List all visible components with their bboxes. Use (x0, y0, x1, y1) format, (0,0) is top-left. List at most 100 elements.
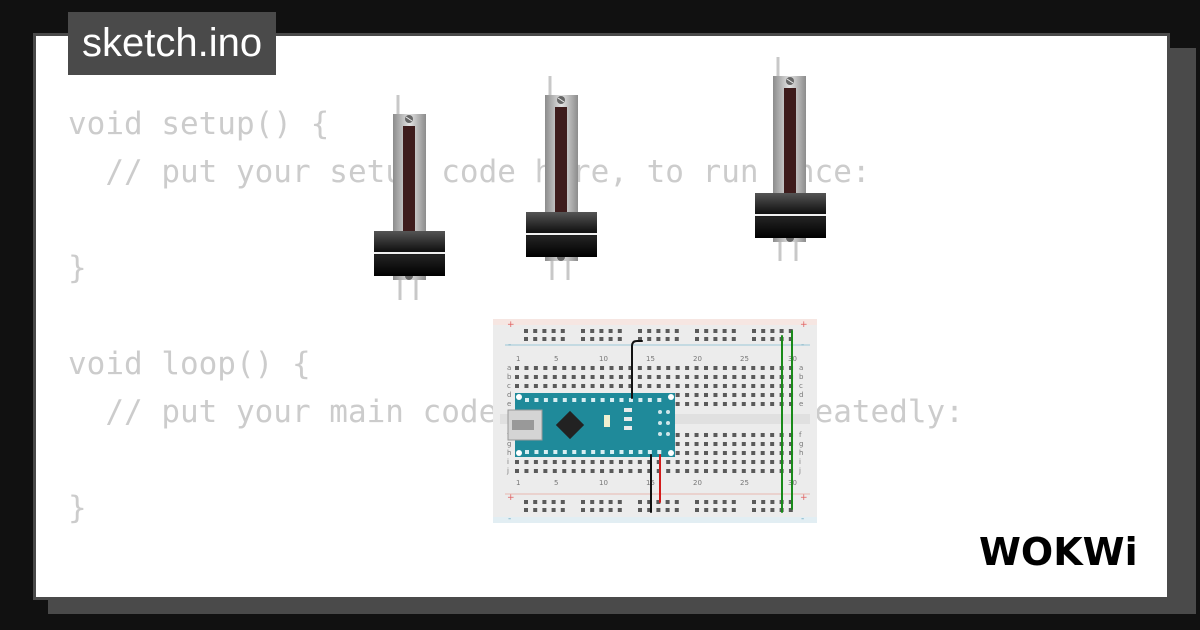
breadboard-hole (590, 469, 595, 473)
wire-black[interactable] (631, 340, 643, 399)
breadboard-hole (741, 402, 746, 406)
breadboard-hole (637, 469, 642, 473)
breadboard-hole (760, 442, 765, 446)
breadboard-hole (674, 329, 679, 333)
breadboard-hole (571, 384, 576, 388)
breadboard-hole (637, 384, 642, 388)
breadboard-hole (685, 384, 690, 388)
breadboard-hole (590, 384, 595, 388)
breadboard-hole (751, 375, 756, 379)
breadboard-hole (599, 337, 604, 341)
breadboard-hole (704, 442, 708, 446)
breadboard-hole (685, 442, 690, 446)
breadboard-hole (647, 469, 652, 473)
column-label: 20 (693, 355, 702, 363)
arduino-nano-icon[interactable] (507, 393, 675, 457)
breadboard-hole (581, 460, 586, 464)
rail-plus-label: + (800, 320, 808, 330)
breadboard-hole (674, 500, 679, 504)
breadboard-hole (656, 500, 661, 504)
slide-potentiometer-icon[interactable] (526, 76, 597, 280)
breadboard-hole (524, 337, 528, 341)
breadboard-hole (665, 500, 670, 504)
nano-pin (553, 450, 558, 454)
breadboard-hole (770, 366, 775, 370)
breadboard-hole (560, 329, 565, 333)
breadboard-hole (524, 460, 529, 464)
row-label: j (506, 467, 509, 475)
breadboard-holes (515, 329, 794, 512)
wokwi-logo[interactable]: WOKWi (975, 525, 1155, 577)
breadboard-hole (713, 460, 718, 464)
breadboard-hole (722, 329, 727, 333)
breadboard-hole (713, 469, 718, 473)
breadboard-hole (675, 384, 680, 388)
breadboard-hole (524, 469, 529, 473)
breadboard-hole (770, 508, 775, 512)
column-label: 20 (693, 479, 702, 487)
breadboard-hole (732, 393, 737, 397)
breadboard-hole (533, 337, 538, 341)
breadboard-hole (675, 375, 680, 379)
breadboard-hole (581, 366, 586, 370)
breadboard-hole (628, 460, 633, 464)
breadboard-hole (665, 337, 670, 341)
rail-plus-label: + (507, 493, 515, 503)
breadboard-hole (770, 442, 775, 446)
breadboard-hole (722, 460, 727, 464)
breadboard-hole (770, 500, 775, 504)
breadboard-hole (515, 375, 519, 379)
breadboard-hole (713, 393, 718, 397)
breadboard-hole (770, 329, 775, 333)
breadboard-hole (685, 393, 690, 397)
breadboard-hole (751, 402, 756, 406)
breadboard-hole (760, 366, 765, 370)
breadboard-hole (656, 375, 661, 379)
breadboard-hole (722, 451, 727, 455)
column-label: 25 (740, 355, 749, 363)
breadboard-hole (647, 508, 652, 512)
rail-plus-label: + (800, 493, 808, 503)
breadboard-hole (760, 451, 765, 455)
breadboard-hole (752, 329, 756, 333)
column-label: 25 (740, 479, 749, 487)
row-label: a (507, 364, 511, 372)
breadboard-hole (788, 500, 793, 504)
breadboard-hole (760, 460, 765, 464)
breadboard-hole (761, 337, 766, 341)
row-label: b (507, 373, 512, 381)
nano-pin (600, 398, 605, 402)
row-label: a (799, 364, 803, 372)
breadboard-hole (656, 384, 661, 388)
breadboard-hole (628, 384, 633, 388)
breadboard-hole (533, 375, 538, 379)
row-label: i (507, 458, 509, 466)
slide-potentiometer-icon[interactable] (755, 57, 826, 261)
breadboard-hole (713, 337, 718, 341)
breadboard-hole (628, 469, 633, 473)
breadboard-hole (674, 337, 679, 341)
slide-potentiometer-icon[interactable] (374, 95, 445, 300)
breadboard-hole (552, 375, 557, 379)
rail-minus-label: - (508, 514, 511, 524)
breadboard-hole (752, 500, 756, 504)
breadboard-hole (732, 366, 737, 370)
breadboard-hole (761, 500, 766, 504)
breadboard-hole (722, 366, 727, 370)
breadboard-hole (581, 375, 586, 379)
breadboard-hole (713, 451, 718, 455)
breadboard-hole (542, 337, 547, 341)
breadboard-hole (552, 460, 557, 464)
breadboard-hole (666, 460, 671, 464)
row-label: e (507, 400, 511, 408)
breadboard-hole (694, 384, 699, 388)
breadboard-hole (581, 384, 586, 388)
breadboard-hole (752, 508, 756, 512)
breadboard-hole (656, 329, 661, 333)
breadboard-hole (560, 500, 565, 504)
breadboard-hole (515, 384, 519, 388)
nano-pin (525, 398, 529, 402)
breadboard-hole (731, 329, 736, 333)
nano-pins (525, 398, 662, 454)
breadboard-hole (560, 508, 565, 512)
